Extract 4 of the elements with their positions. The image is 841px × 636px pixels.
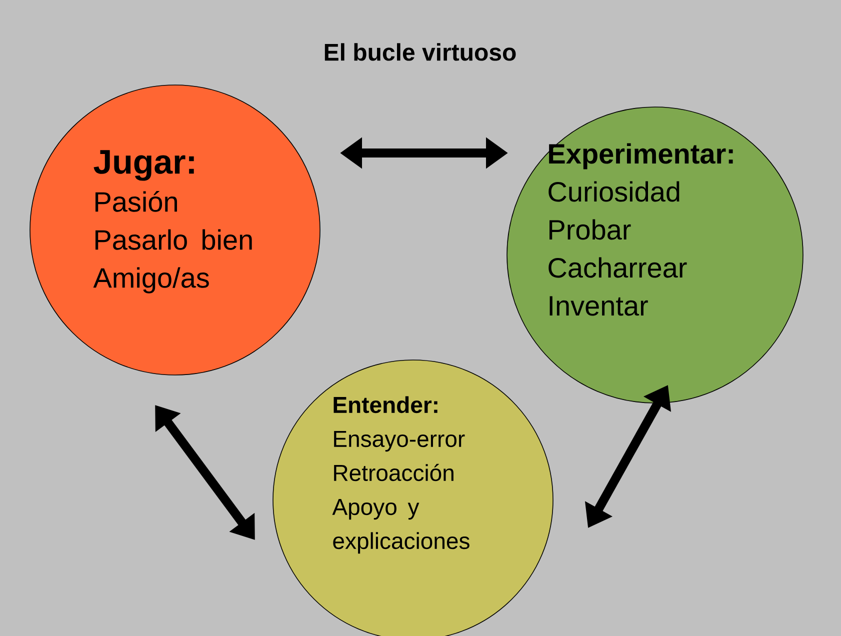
title: El bucle virtuoso [324,43,516,61]
circle-node: Experimentar: Curiosidad Probar Cacharrear Inventar [506,106,804,404]
circle-node: Jugar: Pasión Pasarlo bien Amigo/as [30,84,320,376]
circle-node: Entender: Ensayo-error Retroacción Apoyo y explicaciones [272,360,554,636]
